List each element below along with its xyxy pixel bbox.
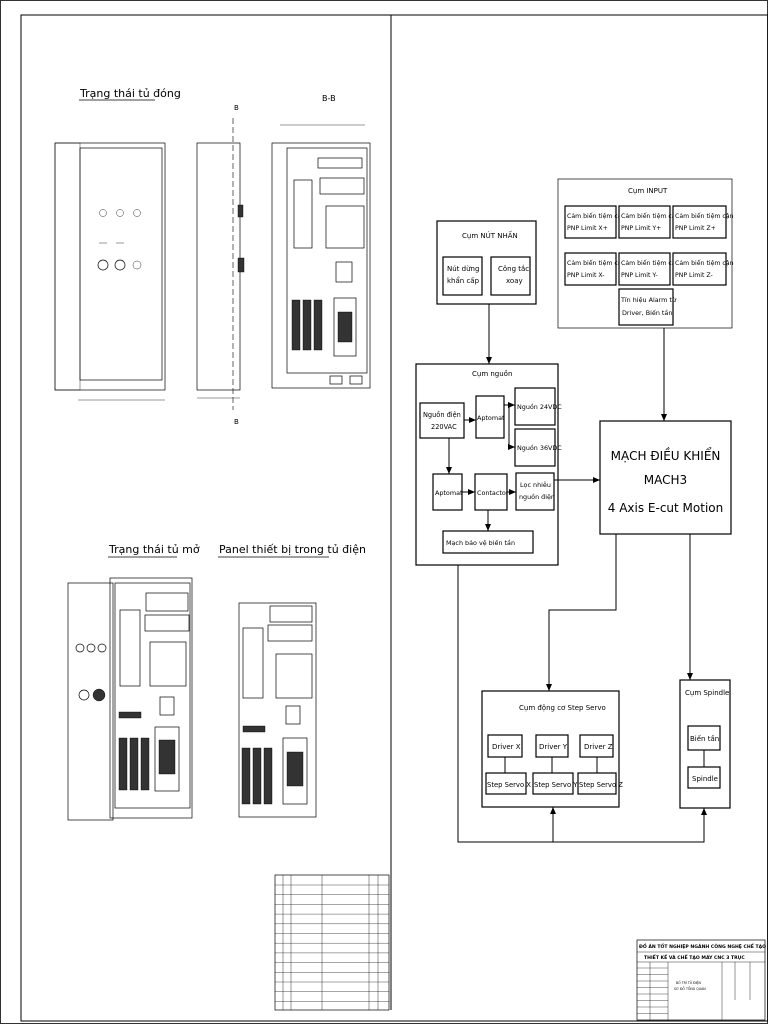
sensor-limit-y-plus: Cảm biến tiệm cận PNP Limit Y+ [618, 205, 680, 239]
power-group-title: Cụm nguồn [472, 370, 512, 378]
alarm-label: Tín hiệu Alarm từ [620, 296, 677, 304]
title-block: ĐỒ ÁN TỐT NGHIỆP NGÀNH CÔNG NGHỆ CHẾ TẠO… [636, 939, 768, 1021]
psu-24vdc-box [514, 387, 556, 426]
rotary-switch-label-2: xoay [506, 277, 523, 285]
section-bb-panel [271, 124, 371, 389]
spindle-label: Spindle [692, 775, 718, 783]
parts-list-table [274, 874, 390, 1011]
input-group-block: Cụm INPUT Cảm biến tiệm cận PNP Limit X+… [557, 178, 734, 329]
closed-cabinet-title: Trạng thái tủ đóng [79, 87, 181, 100]
spindle-group-title: Cụm Spindle [685, 689, 729, 697]
alarm-signal-box: Tín hiệu Alarm từ Driver, Biến tần [618, 288, 677, 326]
aptomat-main-box [475, 395, 505, 439]
title-block-project: ĐỒ ÁN TỐT NGHIỆP NGÀNH CÔNG NGHỆ CHẾ TẠO… [639, 941, 768, 950]
sensor-label: PNP Limit Y+ [621, 225, 661, 232]
button-group-title: Cụm NÚT NHẤN [462, 230, 518, 240]
connector-lines [446, 304, 707, 843]
power-group-block: Cụm nguồn Nguồn điện 220VAC Aptomat Nguồ… [415, 363, 562, 566]
filter-label: Lọc nhiễu [520, 480, 551, 489]
device-panel-view [238, 602, 317, 818]
sensor-label: PNP Limit Z+ [675, 225, 716, 232]
spindle-group-block: Cụm Spindle Biến tần Spindle [679, 679, 731, 809]
psu-label: Nguồn 24VDC [517, 403, 562, 411]
estop-label-2: khẩn cấp [447, 276, 480, 285]
power-input-label: Nguồn điện [423, 411, 461, 419]
servo-group-block: Cụm động cơ Step Servo Driver X Driver Y… [481, 690, 623, 808]
inverter-label: Biến tần [690, 735, 719, 743]
sensor-label: Cảm biến tiệm cận [567, 259, 626, 267]
inverter-box [687, 725, 721, 751]
protection-label: Mạch bảo vệ biến tần [446, 539, 515, 547]
sensor-limit-x-minus: Cảm biến tiệm cận PNP Limit X- [564, 252, 626, 286]
section-view-title: B-B [322, 94, 336, 103]
cabinet-side-view: B B [196, 104, 245, 426]
aptomat-label: Aptomat [435, 489, 463, 497]
indicator-lamp-icon [116, 209, 124, 217]
servo-label: Step Servo X [487, 781, 531, 789]
noise-filter-box [515, 472, 555, 511]
sensor-label: PNP Limit Y- [621, 272, 658, 279]
indicator-lamp-icon [99, 209, 107, 217]
rotary-switch-box [490, 256, 531, 296]
open-cabinet-title: Trạng thái tủ mở [108, 543, 200, 556]
device-panel-title: Panel thiết bị trong tủ điện [219, 543, 366, 556]
alarm-label: Driver, Biến tần [622, 309, 672, 317]
sensor-label: Cảm biến tiệm cận [621, 212, 680, 220]
sensor-label: Cảm biến tiệm cận [567, 212, 626, 220]
closed-cabinet-front [54, 142, 166, 401]
section-mark-top: B [234, 104, 239, 112]
sensor-label: PNP Limit Z- [675, 272, 713, 279]
sensor-limit-z-minus: Cảm biến tiệm cận PNP Limit Z- [672, 252, 734, 286]
sensor-label: PNP Limit X- [567, 272, 605, 279]
sensor-label: PNP Limit X+ [567, 225, 608, 232]
button-group-block: Cụm NÚT NHẤN Nút dừng khẩn cấp Công tắc … [436, 220, 537, 305]
rotary-switch-label-1: Công tắc [498, 264, 529, 273]
rotary-switch-icon [132, 260, 142, 270]
sensor-limit-z-plus: Cảm biến tiệm cận PNP Limit Z+ [672, 205, 734, 239]
sensor-limit-x-plus: Cảm biến tiệm cận PNP Limit X+ [564, 205, 626, 239]
contactor-box [474, 473, 508, 511]
sensor-label: Cảm biến tiệm cận [675, 259, 734, 267]
controller-model: MACH3 [644, 473, 687, 487]
drawing-name-line1: BỐ TRÍ TỦ ĐIỆN [676, 980, 702, 985]
emergency-stop-icon [114, 259, 126, 271]
driver-label: Driver Y [539, 743, 568, 751]
servo-label: Step Servo Z [579, 781, 623, 789]
sensor-label: Cảm biến tiệm cận [675, 212, 734, 220]
controller-title: MẠCH ĐIỀU KHIỂN [611, 447, 721, 463]
servo-label: Step Servo Y [534, 781, 578, 789]
section-mark-bottom: B [234, 418, 239, 426]
sensor-label: Cảm biến tiệm cận [621, 259, 680, 267]
power-input-label: 220VAC [431, 423, 457, 431]
drawing-name-line2: SƠ ĐỒ TỔNG QUAN [674, 986, 706, 991]
selector-switch-icon [97, 259, 109, 271]
open-cabinet-view [67, 577, 193, 821]
input-group-title: Cụm INPUT [628, 187, 668, 195]
estop-box [442, 256, 483, 296]
psu-label: Nguồn 36VDC [517, 444, 562, 452]
sensor-limit-y-minus: Cảm biến tiệm cận PNP Limit Y- [618, 252, 680, 286]
title-block-subject: THIẾT KẾ VÀ CHẾ TẠO MÁY CNC 3 TRỤC [644, 953, 745, 961]
power-input-box [419, 402, 465, 439]
controller-block: MẠCH ĐIỀU KHIỂN MACH3 4 Axis E-cut Motio… [599, 420, 732, 535]
aptomat-label: Aptomat [477, 414, 505, 422]
sheet-inner-frame [20, 14, 768, 1022]
servo-group-title: Cụm động cơ Step Servo [519, 704, 606, 712]
filter-label: nguồn điện [519, 493, 555, 501]
servo-y-box [532, 772, 574, 795]
driver-label: Driver X [492, 743, 521, 751]
indicator-lamp-icon [133, 209, 141, 217]
contactor-label: Contactor [477, 489, 509, 497]
driver-label: Driver Z [584, 743, 613, 751]
servo-x-box [485, 772, 527, 795]
estop-label-1: Nút dừng [447, 265, 479, 273]
controller-description: 4 Axis E-cut Motion [608, 501, 723, 515]
aptomat-secondary-box [432, 473, 463, 511]
